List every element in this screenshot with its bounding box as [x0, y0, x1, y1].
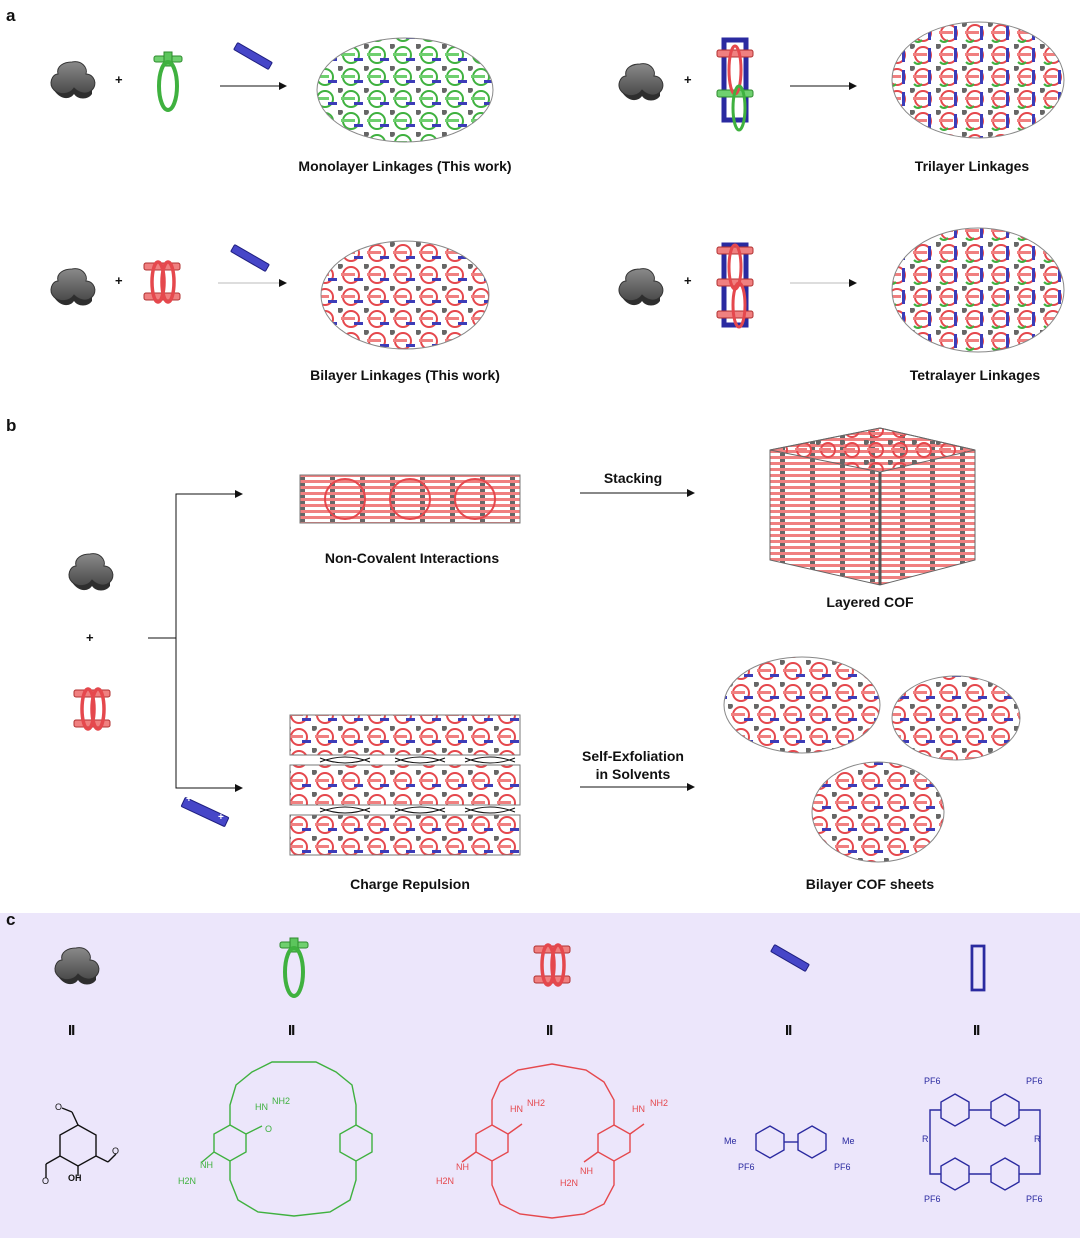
label-pf6: PF6 — [1026, 1194, 1043, 1204]
trilayer-linker-icon — [716, 40, 754, 132]
bilayer-cof-sheets — [723, 656, 1021, 863]
plus-sign: + — [86, 630, 94, 645]
equals-mark: II — [68, 1022, 75, 1039]
node-icon — [50, 61, 96, 99]
trilayer-network — [891, 21, 1065, 139]
node-icon — [68, 553, 114, 591]
label-o: O — [265, 1124, 273, 1134]
label-o: O — [55, 1102, 63, 1112]
red-bilayer-linker-icon — [72, 687, 112, 731]
panel-letter-a: a — [6, 6, 16, 25]
noncovalent-stack — [299, 474, 521, 524]
plus-sign: + — [115, 273, 123, 288]
plus-sign: + — [115, 72, 123, 87]
node-icon — [618, 63, 664, 101]
label-hn: HN — [255, 1102, 268, 1112]
label-pf6: PF6 — [834, 1162, 851, 1172]
label-h2n: H2N — [560, 1178, 579, 1188]
caption-exfoliation-2: in Solvents — [595, 766, 671, 782]
label-o: O — [42, 1176, 50, 1186]
caption-bilayer: Bilayer Linkages (This work) — [310, 367, 500, 383]
monolayer-network — [316, 37, 494, 143]
label-nh2: NH2 — [527, 1098, 546, 1108]
node-icon — [50, 268, 96, 306]
label-nh2: NH2 — [272, 1096, 291, 1106]
tetralayer-network — [891, 227, 1065, 353]
structure-cyclophane — [929, 1093, 1041, 1191]
charge-repulsion-stack — [289, 714, 521, 856]
plus-sign: + — [684, 273, 692, 288]
label-me: Me — [842, 1136, 855, 1146]
arrow-upper-branch — [175, 490, 243, 638]
charge-sign: + — [186, 794, 192, 805]
blue-bar-icon — [233, 42, 273, 70]
label-nh: NH — [200, 1160, 213, 1170]
label-nh2: NH2 — [650, 1098, 669, 1108]
caption-charge-repulsion: Charge Repulsion — [350, 876, 470, 892]
equals-mark: II — [546, 1022, 553, 1039]
label-r: R — [1034, 1134, 1041, 1144]
arrow-lower-branch — [175, 638, 243, 792]
label-hn: HN — [510, 1104, 523, 1114]
equals-mark: II — [288, 1022, 295, 1039]
label-pf6: PF6 — [738, 1162, 755, 1172]
structure-green-macrocycle — [201, 1061, 373, 1217]
label-r: R — [922, 1134, 929, 1144]
caption-exfoliation-1: Self-Exfoliation — [582, 748, 684, 764]
caption-trilayer: Trilayer Linkages — [914, 158, 1030, 174]
blue-bar-icon — [230, 244, 270, 272]
bilayer-network — [320, 240, 490, 350]
panel-letter-b: b — [6, 416, 17, 435]
equals-mark: II — [973, 1022, 980, 1039]
red-bilayer-linker-icon — [142, 260, 182, 304]
caption-monolayer: Monolayer Linkages (This work) — [298, 158, 512, 174]
label-nh: NH — [456, 1162, 469, 1172]
label-oh: OH — [68, 1173, 82, 1183]
caption-stacking: Stacking — [603, 470, 663, 486]
caption-tetralayer: Tetralayer Linkages — [909, 367, 1041, 383]
equals-mark: II — [785, 1022, 792, 1039]
plus-sign: + — [684, 72, 692, 87]
caption-noncovalent: Non-Covalent Interactions — [324, 550, 500, 566]
caption-layered-cof: Layered COF — [826, 594, 914, 610]
caption-bilayer-sheets: Bilayer COF sheets — [805, 876, 935, 892]
structure-viologen — [755, 1125, 827, 1159]
structure-trialdehyde — [45, 1107, 117, 1178]
charged-blue-bar-icon — [180, 797, 230, 827]
label-hn: HN — [632, 1104, 645, 1114]
tetralayer-linker-icon — [716, 245, 754, 329]
panel-c-background — [0, 913, 1080, 1238]
layered-cof — [769, 427, 976, 586]
structure-red-macrocycle — [461, 1063, 645, 1219]
label-h2n: H2N — [436, 1176, 455, 1186]
charge-sign: + — [218, 812, 224, 823]
label-o: O — [112, 1146, 120, 1156]
label-pf6: PF6 — [1026, 1076, 1043, 1086]
green-macrocycle-icon — [152, 50, 184, 112]
label-pf6: PF6 — [924, 1194, 941, 1204]
label-nh: NH — [580, 1166, 593, 1176]
panel-letter-c: c — [6, 910, 16, 929]
node-icon — [618, 268, 664, 306]
label-me: Me — [724, 1136, 737, 1146]
label-pf6: PF6 — [924, 1076, 941, 1086]
label-h2n: H2N — [178, 1176, 197, 1186]
